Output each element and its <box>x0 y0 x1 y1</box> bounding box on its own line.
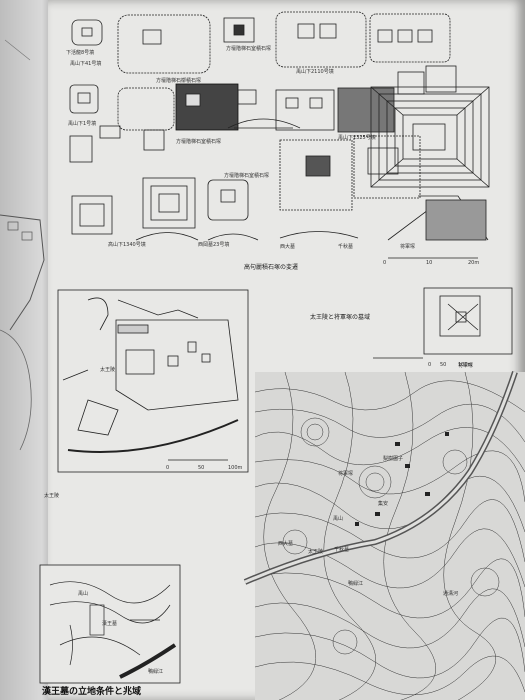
site-figure-title: 太王陵と将軍塚の墓域 <box>310 314 371 321</box>
map-label-8: 千秋墓 <box>334 547 350 553</box>
bottom-caption: 漢王墓の立地条件と兆域 <box>42 687 142 697</box>
tomb-label-4: 禹山下2110号墳 <box>296 69 334 75</box>
tomb-label-9: 高山下1340号墳 <box>108 242 146 248</box>
tomb-plans-figure <box>69 11 490 259</box>
map-label-3: 通溝河 <box>443 591 459 597</box>
tomb-label-2: 禹山下41号墳 <box>70 61 102 67</box>
tomb-label-7: 方壇階梯石室積石塚 <box>224 173 270 179</box>
tomb-label-3: 方壇階梯石槨積石塚 <box>156 78 202 84</box>
inset-map-label-2: 鴨緑江 <box>148 669 164 675</box>
inset-map-label-1: 禹山 <box>78 591 89 597</box>
map-label-0: 梨樹園子 <box>383 456 404 462</box>
site-scale-0: 0 <box>166 465 170 471</box>
map-label-4: 鴨緑江 <box>348 581 364 587</box>
site-plan-figure <box>57 287 513 473</box>
tomb-label-1: 下活龍8号墳 <box>66 50 95 56</box>
inset-scale-2: 100m <box>458 362 473 368</box>
tomb-label-8: 禹山下1325号墳 <box>338 135 376 141</box>
map-label-7: 太王陵 <box>308 549 324 555</box>
tomb-label-5: 禹山下1号墳 <box>68 121 97 127</box>
tomb-label-0: 方壇階梯石室積石塚 <box>226 46 272 52</box>
tomb-label-6: 方壇階梯石室積石塚 <box>176 139 222 145</box>
side-label: 太王陵 <box>44 493 60 499</box>
bottom-inset-map <box>39 564 181 684</box>
scale-tick-0: 0 <box>383 260 387 266</box>
tomb-label-13: 西岡墓23号墳 <box>198 242 230 248</box>
inset-scale-0: 0 <box>428 362 432 368</box>
map-label-5: 将軍塚 <box>338 471 354 477</box>
map-label-6: 西大墓 <box>278 541 294 547</box>
inset-map-label-0: 漢王墓 <box>102 621 118 627</box>
scale-tick-2: 20m <box>468 260 480 266</box>
site-scale-2: 100m <box>228 465 243 471</box>
previous-page-drawing <box>0 39 45 451</box>
book-page: 下活龍8号墳 禹山下41号墳 方壇階梯石室積石塚 方壇階梯石槨積石塚 禹山下21… <box>39 0 525 700</box>
tomb-label-12: 将軍塚 <box>400 244 416 250</box>
scale-tick-1: 10 <box>426 260 433 266</box>
site-scale-1: 50 <box>198 465 205 471</box>
top-figure-caption: 高句麗積石塚の変遷 <box>244 264 299 271</box>
map-label-2: 集安 <box>378 501 389 507</box>
site-map-label: 太王陵 <box>100 367 116 373</box>
tomb-label-10: 西大墓 <box>280 244 296 250</box>
tomb-label-11: 千秋墓 <box>338 244 354 250</box>
inset-scale-1: 50 <box>440 362 447 368</box>
map-label-1: 禹山 <box>333 516 344 522</box>
topographic-map <box>243 371 525 700</box>
inset-label: 将軍塚 <box>458 363 474 369</box>
